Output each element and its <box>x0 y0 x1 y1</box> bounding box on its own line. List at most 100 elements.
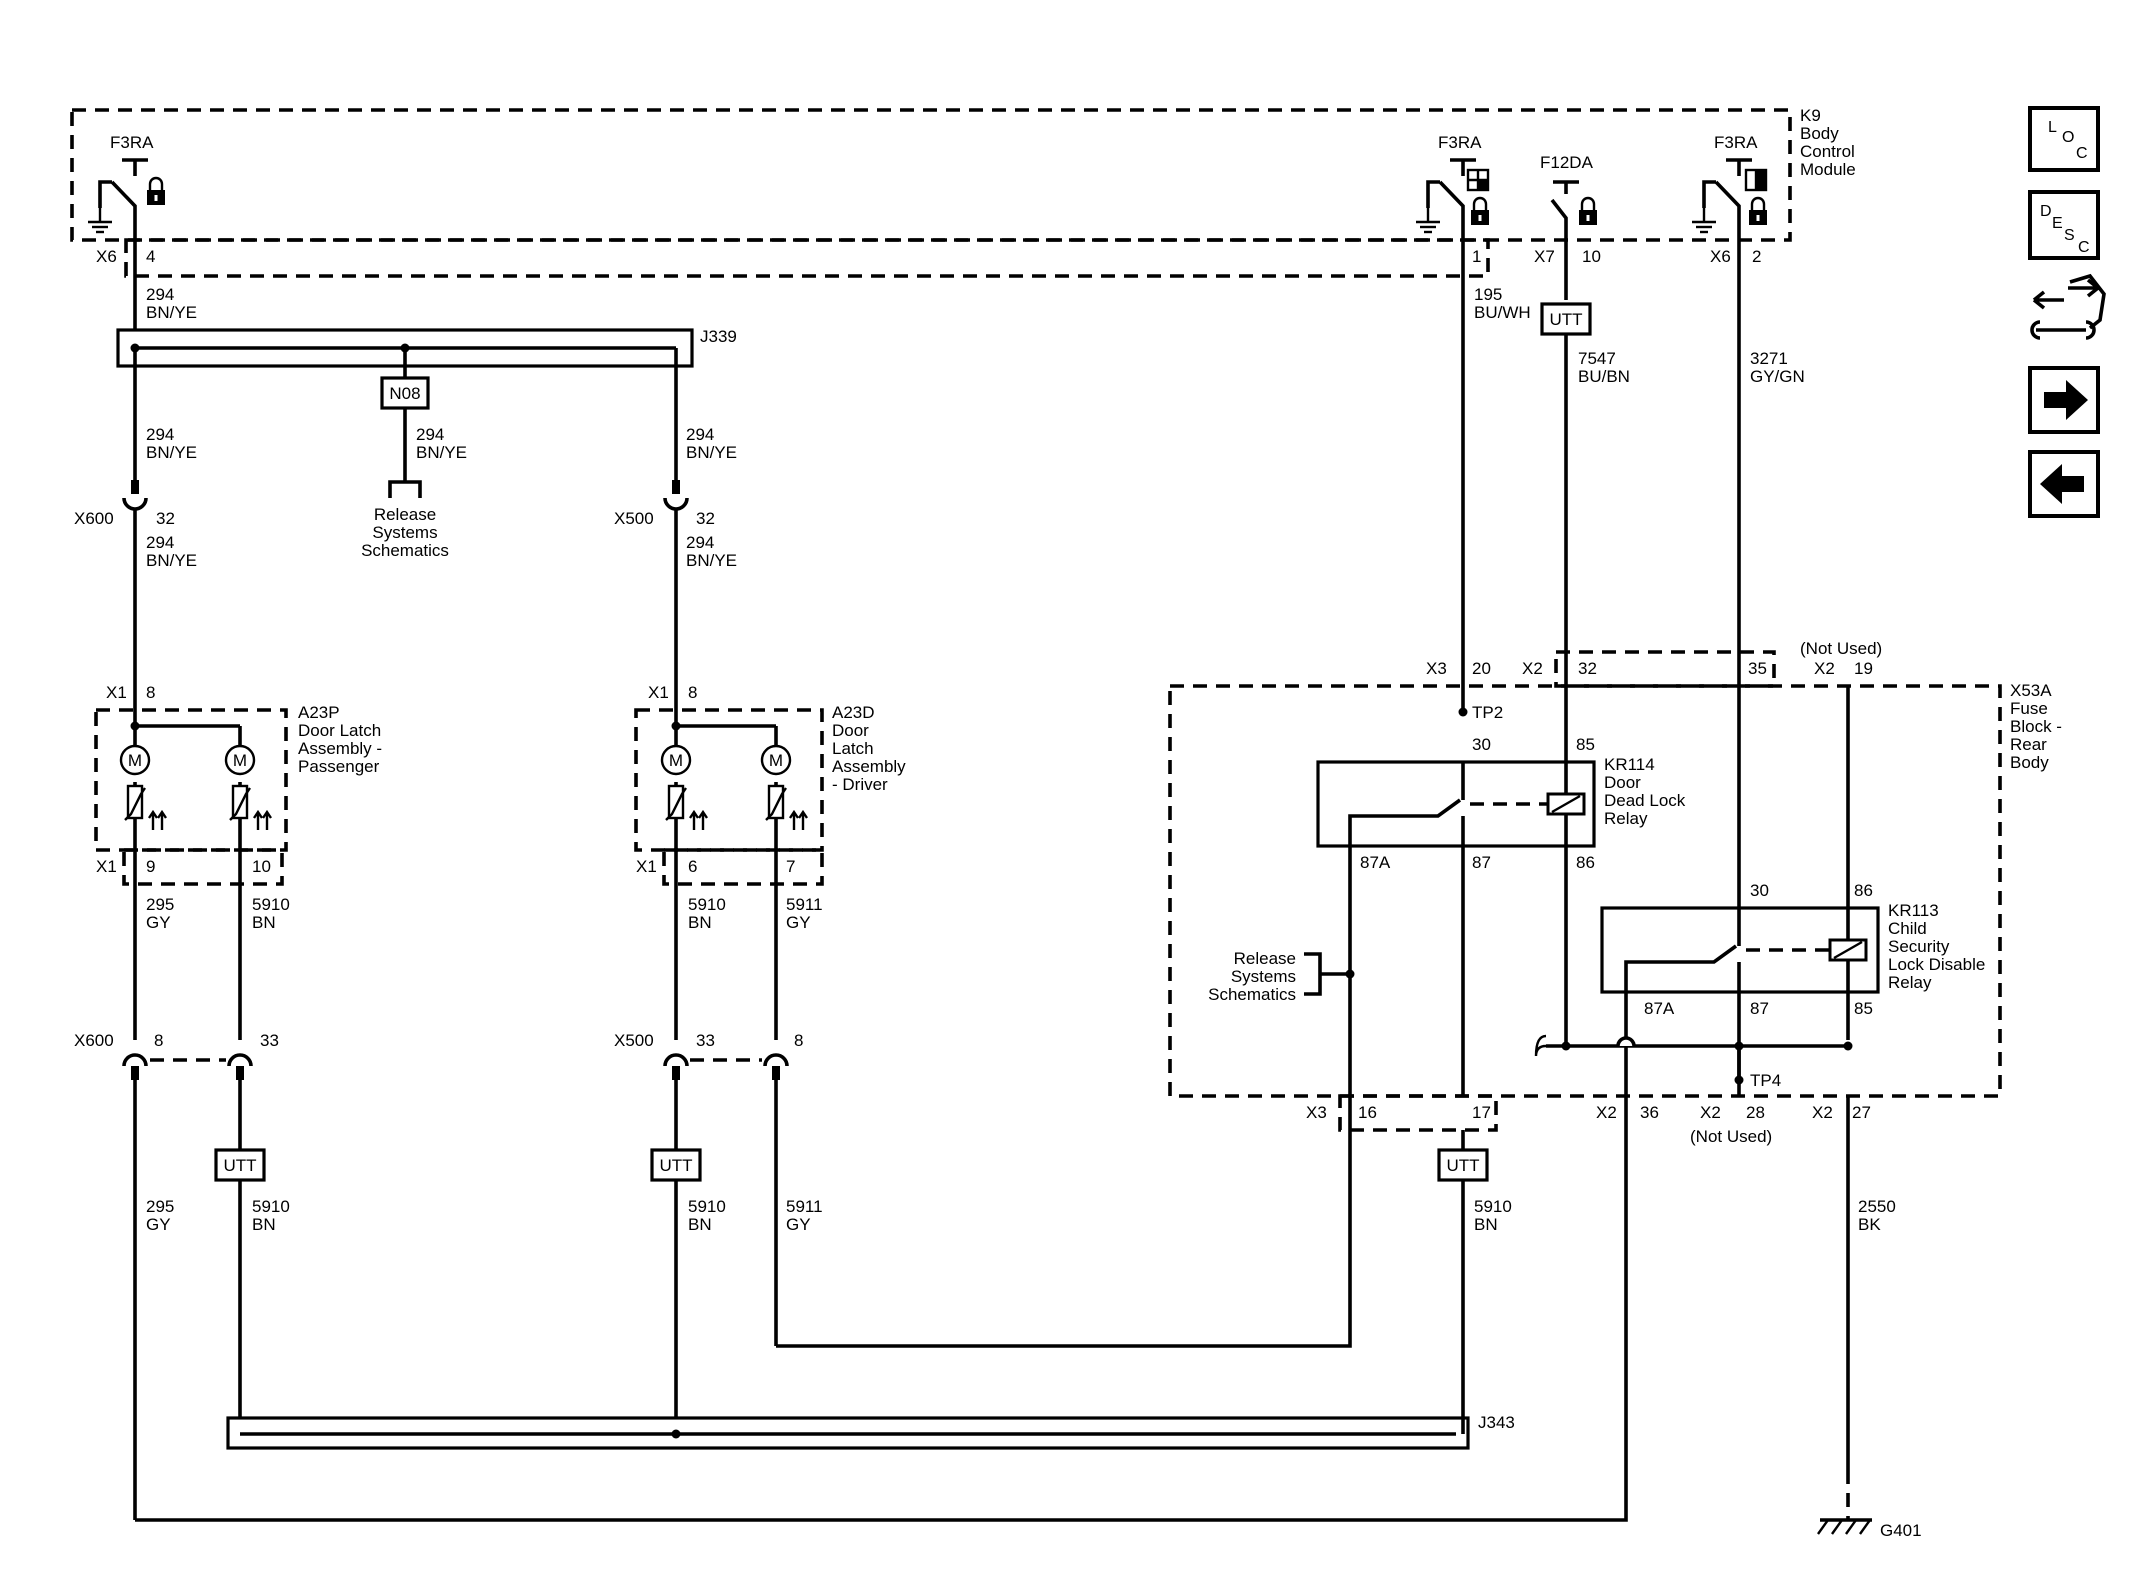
svg-text:8: 8 <box>146 683 155 702</box>
a23d-door-latch-driver: X1 8 A23D Door Latch Assembly - Driver M… <box>634 683 906 886</box>
svg-text:9: 9 <box>146 857 155 876</box>
svg-text:28: 28 <box>1746 1103 1765 1122</box>
relay-kr114-door-dead-lock: 30 85 KR114 Door Dead Lock Relay 87A 87 … <box>1316 735 1686 1096</box>
svg-text:O: O <box>2062 129 2074 146</box>
k9-line2: Control <box>1800 142 1855 161</box>
svg-text:5910: 5910 <box>688 895 726 914</box>
previous-arrow-icon <box>2040 464 2084 504</box>
svg-text:BN/YE: BN/YE <box>146 303 197 322</box>
svg-text:M: M <box>233 751 247 770</box>
svg-text:30: 30 <box>1750 881 1769 900</box>
svg-text:Block -: Block - <box>2010 717 2062 736</box>
x53a-fuse-block-rear-body: X53A Fuse Block - Rear Body X3 20 X2 32 … <box>1168 639 2062 1146</box>
svg-text:33: 33 <box>696 1031 715 1050</box>
svg-text:X1: X1 <box>96 857 117 876</box>
svg-text:BN/YE: BN/YE <box>686 443 737 462</box>
svg-text:- Driver: - Driver <box>832 775 888 794</box>
svg-text:X53A: X53A <box>2010 681 2052 700</box>
svg-text:30: 30 <box>1472 735 1491 754</box>
svg-text:Relay: Relay <box>1604 809 1648 828</box>
svg-text:KR114: KR114 <box>1604 755 1655 774</box>
not-used-label-bottom: (Not Used) <box>1690 1127 1772 1146</box>
svg-text:5911: 5911 <box>786 1197 823 1216</box>
svg-text:X1: X1 <box>648 683 669 702</box>
svg-text:UTT: UTT <box>659 1156 692 1175</box>
svg-text:X500: X500 <box>614 1031 654 1050</box>
svg-text:C: C <box>2078 239 2090 256</box>
svg-text:GY: GY <box>146 1215 171 1234</box>
svg-text:F3RA: F3RA <box>110 133 154 152</box>
svg-text:X2: X2 <box>1812 1103 1833 1122</box>
svg-text:5911: 5911 <box>786 895 823 914</box>
svg-text:Assembly -: Assembly - <box>298 739 382 758</box>
loc-button[interactable]: L O C <box>2028 106 2100 172</box>
svg-text:F12DA: F12DA <box>1540 153 1594 172</box>
ground-g401: 2550 BK G401 <box>1817 1096 1922 1540</box>
svg-text:33: 33 <box>260 1031 279 1050</box>
svg-text:A23D: A23D <box>832 703 875 722</box>
svg-text:UTT: UTT <box>223 1156 256 1175</box>
k9-line3: Module <box>1800 160 1856 179</box>
x500-pin-32: X500 32 294 BN/YE <box>614 480 737 710</box>
svg-text:Systems: Systems <box>1231 967 1296 986</box>
svg-text:E: E <box>2052 215 2063 232</box>
svg-text:20: 20 <box>1472 659 1491 678</box>
svg-text:294: 294 <box>146 285 174 304</box>
splice-j339: J339 <box>116 327 737 368</box>
svg-text:GY: GY <box>786 913 811 932</box>
svg-text:X1: X1 <box>636 857 657 876</box>
svg-text:BN: BN <box>688 1215 712 1234</box>
utt-driver: UTT <box>650 1148 702 1182</box>
svg-text:Fuse: Fuse <box>2010 699 2048 718</box>
loc-icon: L O C <box>2048 119 2088 162</box>
svg-text:86: 86 <box>1854 881 1873 900</box>
svg-text:294: 294 <box>146 425 174 444</box>
svg-text:X3: X3 <box>1426 659 1447 678</box>
svg-text:Door Latch: Door Latch <box>298 721 381 740</box>
svg-text:X1: X1 <box>106 683 127 702</box>
svg-text:2550: 2550 <box>1858 1197 1896 1216</box>
svg-text:87A: 87A <box>1360 853 1391 872</box>
svg-text:3271: 3271 <box>1750 349 1788 368</box>
svg-text:M: M <box>769 751 783 770</box>
svg-text:L: L <box>2048 119 2057 136</box>
svg-text:85: 85 <box>1854 999 1873 1018</box>
svg-text:27: 27 <box>1852 1103 1871 1122</box>
splice-j343: J343 <box>226 1413 1515 1450</box>
j339-label: J339 <box>700 327 737 346</box>
svg-text:Child: Child <box>1888 919 1927 938</box>
x6-left-label: X6 <box>96 247 117 266</box>
f3ra-switch-right: F3RA <box>1690 133 1769 250</box>
svg-text:X2: X2 <box>1814 659 1835 678</box>
svg-text:BU/WH: BU/WH <box>1474 303 1531 322</box>
pin-10-label: 10 <box>1582 247 1601 266</box>
connector-repair-button[interactable] <box>2030 273 2106 340</box>
svg-text:Latch: Latch <box>832 739 874 758</box>
svg-text:G401: G401 <box>1880 1521 1922 1540</box>
svg-text:5910: 5910 <box>688 1197 726 1216</box>
x600-pins-8-33: X600 8 33 <box>74 1031 279 1080</box>
svg-text:X2: X2 <box>1700 1103 1721 1122</box>
svg-text:86: 86 <box>1576 853 1595 872</box>
svg-text:32: 32 <box>156 509 175 528</box>
svg-text:Body: Body <box>2010 753 2049 772</box>
svg-text:8: 8 <box>688 683 697 702</box>
svg-text:35: 35 <box>1748 659 1767 678</box>
previous-button[interactable] <box>2028 450 2100 518</box>
svg-text:294: 294 <box>686 533 714 552</box>
svg-text:GY: GY <box>146 913 171 932</box>
desc-button[interactable]: D E S C <box>2028 190 2100 260</box>
pin-1-label: 1 <box>1472 247 1481 266</box>
k9-name: K9 <box>1800 106 1821 125</box>
svg-text:BN/YE: BN/YE <box>686 551 737 570</box>
svg-text:KR113: KR113 <box>1888 901 1939 920</box>
svg-text:85: 85 <box>1576 735 1595 754</box>
x600-pin-32: X600 32 294 BN/YE <box>74 480 197 710</box>
svg-text:C: C <box>2076 145 2088 162</box>
x7-label: X7 <box>1534 247 1555 266</box>
desc-icon: D E S C <box>2040 203 2090 256</box>
next-button[interactable] <box>2028 366 2100 434</box>
svg-text:87: 87 <box>1472 853 1491 872</box>
svg-text:6: 6 <box>688 857 697 876</box>
